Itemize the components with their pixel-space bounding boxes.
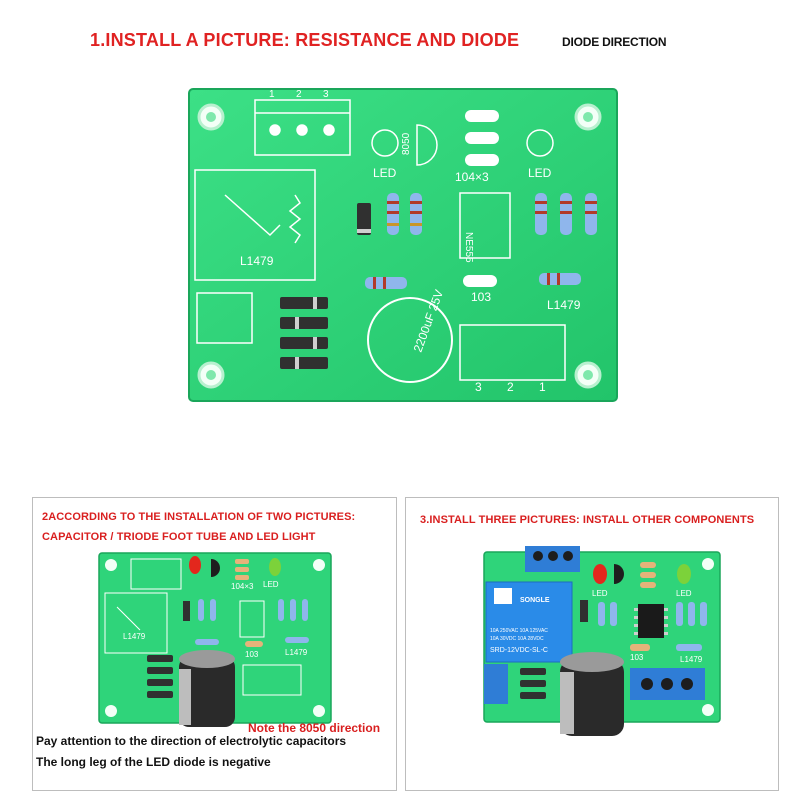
relay-rating-1: 10A 250VAC 10A 125VAC bbox=[490, 628, 548, 634]
step2-cap-label: 103 bbox=[245, 650, 259, 659]
red-led bbox=[593, 564, 607, 584]
header-block bbox=[254, 99, 351, 156]
ne555-ic bbox=[638, 604, 664, 638]
header-pin-1: 1 bbox=[269, 89, 275, 100]
resistor-group-2 bbox=[535, 193, 597, 235]
step3-led-right: LED bbox=[676, 589, 692, 598]
transistor-8050 bbox=[211, 559, 220, 577]
step2-title-line1: 2ACCORDING TO THE INSTALLATION OF TWO PI… bbox=[42, 511, 356, 523]
step2-title-line2: CAPACITOR / TRIODE FOOT TUBE AND LED LIG… bbox=[42, 531, 316, 543]
red-led bbox=[189, 556, 201, 574]
resistor-group-1 bbox=[387, 193, 422, 235]
step3-led-left: LED bbox=[592, 589, 608, 598]
step3-cap-label: 103 bbox=[630, 653, 644, 662]
ic-label: NE555 bbox=[463, 232, 474, 263]
step3-res-label: L1479 bbox=[680, 655, 703, 664]
led-left-label: LED bbox=[373, 166, 397, 180]
cap-103-label: 103 bbox=[471, 290, 491, 304]
note-8050-direction: Note the 8050 direction bbox=[248, 721, 381, 735]
cap-103-footprint bbox=[463, 275, 497, 287]
terminal-pin-2: 2 bbox=[507, 380, 514, 394]
step1-title: 1.INSTALL A PICTURE: RESISTANCE AND DIOD… bbox=[90, 30, 520, 50]
step2-res-label: L1479 bbox=[285, 648, 308, 657]
terminal-pin-1: 1 bbox=[539, 380, 546, 394]
output-terminal-footprint bbox=[459, 324, 566, 381]
step2-relay-label: L1479 bbox=[123, 632, 146, 641]
note-electrolytic-direction: Pay attention to the direction of electr… bbox=[36, 734, 347, 748]
ic-footprint bbox=[459, 192, 511, 259]
caps-label: 104×3 bbox=[455, 170, 489, 184]
green-led bbox=[677, 564, 691, 584]
step2-pcb-photo: LED 104×3 L1479 103 L1479 bbox=[98, 552, 332, 727]
relay-footprint bbox=[194, 169, 316, 281]
transistor-label: 8050 bbox=[401, 132, 412, 155]
led-right-label: LED bbox=[528, 166, 552, 180]
header-pin-2: 2 bbox=[296, 89, 302, 100]
mounting-holes bbox=[197, 103, 602, 389]
note-led-long-leg: The long leg of the LED diode is negativ… bbox=[36, 755, 271, 769]
step3-title: 3.INSTALL THREE PICTURES: INSTALL OTHER … bbox=[420, 514, 755, 526]
diode-direction-label: DIODE DIRECTION bbox=[562, 35, 667, 49]
green-led bbox=[269, 558, 281, 576]
bridge-diodes bbox=[280, 297, 328, 369]
step2-caps-label: 104×3 bbox=[231, 582, 254, 591]
electrolytic-capacitor bbox=[179, 657, 235, 727]
step3-pcb-photo: SONGLE 10A 250VAC 10A 125VAC 10A 30VDC 1… bbox=[483, 546, 721, 736]
electrolytic-capacitor bbox=[560, 660, 624, 736]
step1-pcb-photo: 1 2 3 LED 8050 104×3 LED L1479 NE555 bbox=[188, 88, 618, 402]
relay-model: SRD-12VDC-SL-C bbox=[490, 647, 548, 654]
ceramic-cap-footprints bbox=[465, 110, 499, 166]
res-silk-label: L1479 bbox=[547, 298, 581, 312]
electrolytic-footprint bbox=[367, 297, 453, 383]
step2-frame bbox=[32, 497, 397, 791]
transistor-footprint bbox=[416, 124, 438, 166]
transistor-8050 bbox=[614, 564, 624, 584]
step3-frame bbox=[405, 497, 779, 791]
left-terminal-footprint bbox=[196, 292, 253, 344]
step2-led-label: LED bbox=[263, 580, 279, 589]
diode-component bbox=[357, 203, 371, 235]
header-pin-3: 3 bbox=[323, 89, 329, 100]
relay-brand: SONGLE bbox=[520, 597, 550, 604]
terminal-pin-3: 3 bbox=[475, 380, 482, 394]
relay-silk-label: L1479 bbox=[240, 254, 274, 268]
blue-terminal-left bbox=[484, 664, 508, 704]
relay-rating-2: 10A 30VDC 10A 28VDC bbox=[490, 636, 544, 642]
led-footprint-left bbox=[371, 129, 399, 157]
led-footprint-right bbox=[526, 129, 554, 157]
